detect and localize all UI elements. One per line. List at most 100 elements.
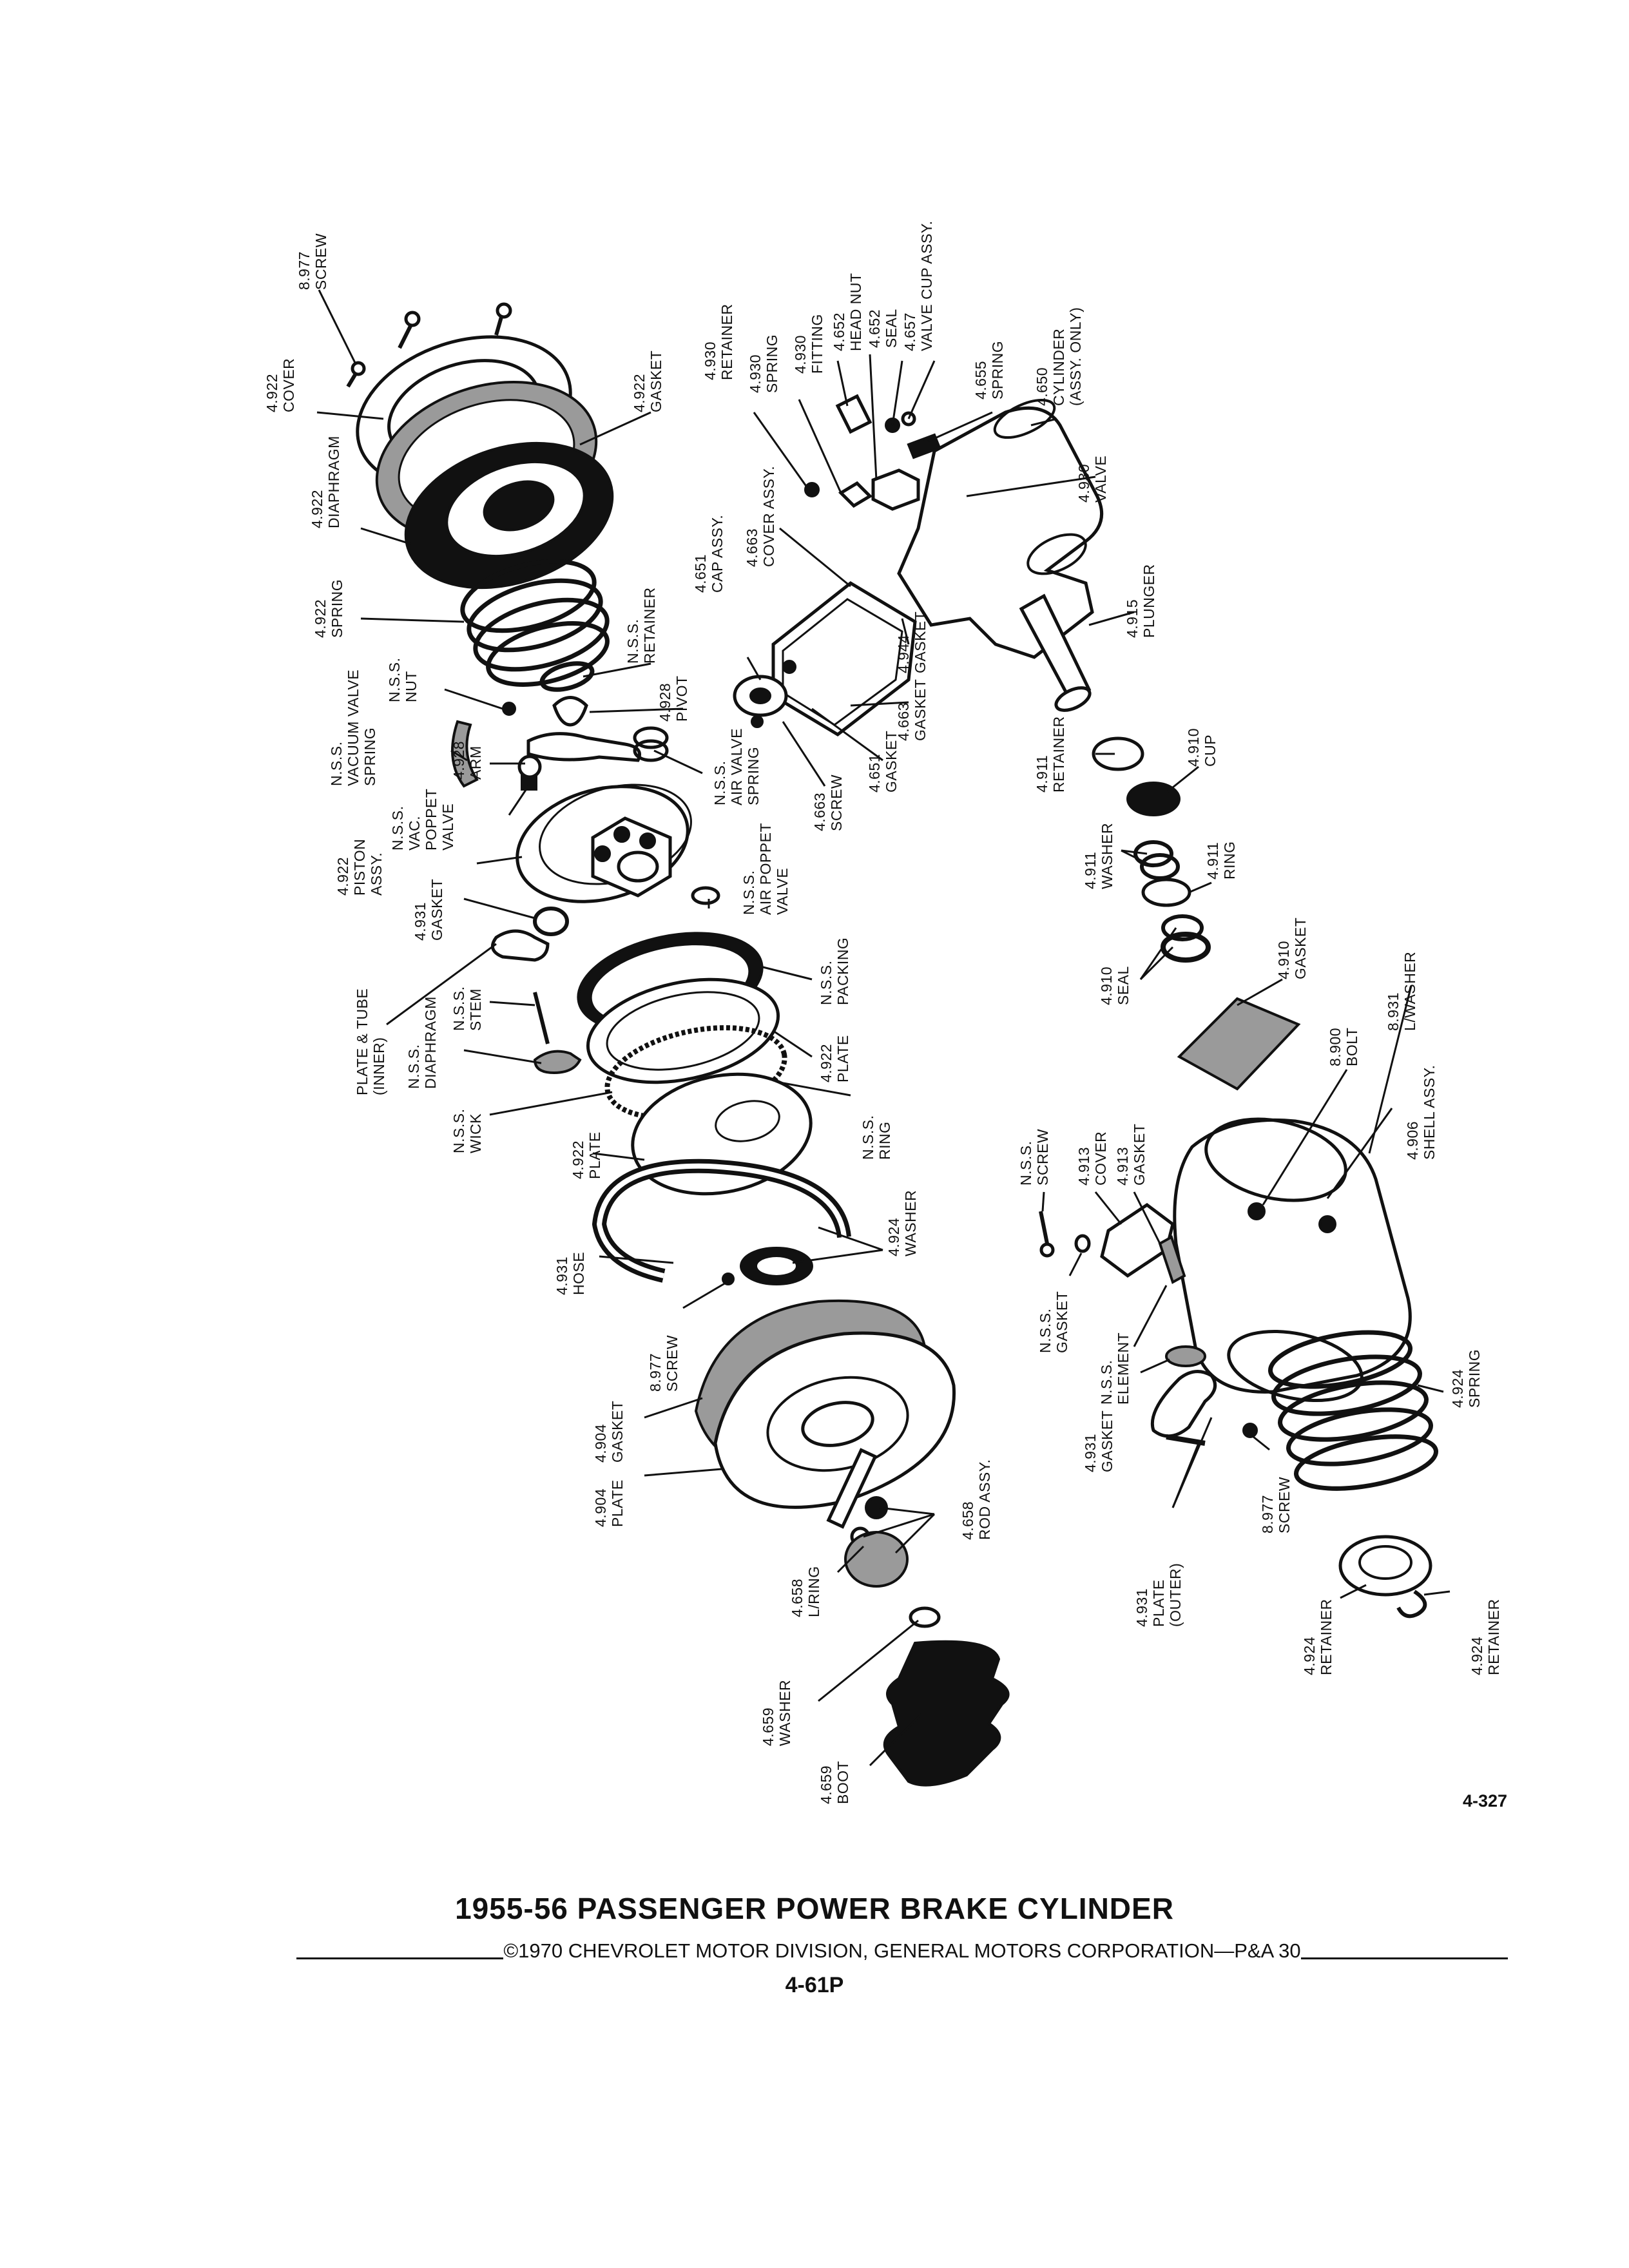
label-gasket-nss: N.S.S.GASKET xyxy=(1037,1291,1070,1353)
rod-part xyxy=(826,1448,878,1529)
stem-part xyxy=(533,992,550,1044)
label-plate-tube-inner: PLATE & TUBE(INNER) xyxy=(354,988,387,1095)
label-washer-4924: 4.924WASHER xyxy=(885,1190,919,1256)
seal-4910-part xyxy=(1161,914,1204,941)
filter-cover-part xyxy=(1100,1202,1175,1278)
copyright-line: ©1970 CHEVROLET MOTOR DIVISION, GENERAL … xyxy=(296,1939,1508,1963)
label-plate-4904: 4.904PLATE xyxy=(592,1479,626,1527)
label-boot-4659: 4.659BOOT xyxy=(818,1761,851,1804)
label-cup-4910: 4.910CUP xyxy=(1185,728,1219,767)
label-valve-4930: 4.930VALVE xyxy=(1075,456,1109,503)
small-screw-part xyxy=(722,1273,735,1285)
label-screw-8977-top: 8.977SCREW xyxy=(296,233,329,290)
label-plunger-4915: 4.915PLUNGER xyxy=(1124,564,1157,638)
retainer-4911-part xyxy=(1092,736,1144,771)
retainer-clip-part xyxy=(1396,1590,1427,1619)
right-rule xyxy=(1300,1957,1508,1959)
label-ring-nss: N.S.S.RING xyxy=(860,1115,893,1160)
nss-diaphragm-part xyxy=(533,1050,582,1075)
bolt-part xyxy=(1248,1202,1266,1220)
label-valve-cup-4657: 4.657VALVE CUP ASSY. xyxy=(901,220,935,351)
label-pivot-4928: 4.928PIVOT xyxy=(657,675,690,722)
cup-4910-part xyxy=(1126,782,1181,816)
label-bolt-8900: 8.900BOLT xyxy=(1327,1028,1360,1066)
label-washer-4911: 4.911WASHER xyxy=(1082,823,1115,889)
label-spring-4924: 4.924SPRING xyxy=(1449,1349,1483,1408)
ring-4911-part xyxy=(1141,878,1191,907)
label-plate-outer-4931: 4.931PLATE(OUTER) xyxy=(1133,1563,1184,1627)
figure-number: 4-327 xyxy=(1463,1791,1508,1811)
label-air-valve-spring-nss: N.S.S.AIR VALVESPRING xyxy=(711,728,762,805)
copyright-text: ©1970 CHEVROLET MOTOR DIVISION, GENERAL … xyxy=(503,1939,1301,1962)
washer-4911-part xyxy=(1133,840,1173,867)
nss-gasket-part xyxy=(1074,1234,1091,1253)
spring-4924-part xyxy=(1268,1330,1439,1491)
page-title: 1955-56 PASSENGER POWER BRAKE CYLINDER xyxy=(455,1892,1174,1925)
lring-part xyxy=(844,1531,909,1588)
label-cover-assy-4663: 4.663COVER ASSY. xyxy=(744,466,777,567)
label-seal-4910: 4.910SEAL xyxy=(1098,966,1132,1005)
wick-part xyxy=(604,1025,787,1120)
label-diaphragm-4922: 4.922DIAPHRAGM xyxy=(309,436,342,528)
label-gasket-4931-upper: 4.931GASKET xyxy=(412,879,445,941)
label-ring-4911: 4.911RING xyxy=(1204,841,1238,880)
label-gasket-4663: 4.663GASKET xyxy=(895,679,929,741)
retainer-ring-part xyxy=(539,661,595,692)
label-hose-4931: 4.931HOSE xyxy=(554,1252,587,1295)
label-air-poppet-nss: N.S.S.AIR POPPETVALVE xyxy=(740,823,791,915)
label-retainer-4911: 4.911RETAINER xyxy=(1034,716,1067,793)
label-gasket-4931-lower: 4.931GASKET xyxy=(1082,1410,1115,1472)
boot-part xyxy=(883,1640,1010,1787)
label-screw-nss: N.S.S.SCREW xyxy=(1017,1129,1051,1186)
plate-tube-inner-part xyxy=(490,929,550,962)
spring-coils-part xyxy=(460,559,610,687)
air-poppet-part xyxy=(691,886,720,905)
label-retainer-nss: N.S.S.RETAINER xyxy=(624,587,658,664)
label-shell-assy-4906: 4.906SHELL ASSY. xyxy=(1404,1065,1438,1160)
label-arm-4928: 4.928ARM xyxy=(450,741,484,780)
label-screw-8977-low: 8.977SCREW xyxy=(1259,1477,1293,1533)
label-fitting-4930: 4.930FITTING xyxy=(792,314,825,374)
label-gasket-4651: 4.651GASKET xyxy=(866,731,900,793)
gasket-4910-part xyxy=(1177,997,1301,1091)
label-gasket-4944: 4.944GASKET xyxy=(895,611,929,673)
element-part xyxy=(1158,1235,1186,1284)
label-spring-4655: 4.655SPRING xyxy=(972,341,1006,399)
cover-screw-part xyxy=(346,302,512,388)
label-packing-nss: N.S.S.PACKING xyxy=(818,937,851,1005)
valve-small-parts xyxy=(451,696,669,791)
label-cap-assy-4651: 4.651CAP ASSY. xyxy=(692,515,726,593)
label-lwasher-8931: 8.931L/WASHER xyxy=(1385,952,1418,1031)
label-wick-nss: N.S.S.WICK xyxy=(450,1109,484,1153)
label-gasket-4922: 4.922GASKET xyxy=(631,351,664,412)
label-washer-4659: 4.659WASHER xyxy=(760,1680,793,1746)
label-cover-4922: 4.922COVER xyxy=(264,358,297,412)
label-element-nss: N.S.S.ELEMENT xyxy=(1098,1332,1132,1405)
label-vac-poppet-nss: N.S.S.VAC.POPPETVALVE xyxy=(389,789,456,850)
screw-8977-part xyxy=(1242,1423,1258,1438)
retainer-4924-part xyxy=(1338,1535,1432,1597)
callout-labels: 8.977SCREW 4.922COVER 4.922GASKET 4.922D… xyxy=(264,220,1502,1804)
label-gasket-4910: 4.910GASKET xyxy=(1275,918,1309,979)
label-retainer-4924-left: 4.924RETAINER xyxy=(1301,1599,1335,1675)
gasket-outer-part xyxy=(1165,1345,1206,1367)
label-lring-4658: 4.658L/RING xyxy=(789,1566,822,1617)
label-diaphragm-nss: N.S.S.DIAPHRAGM xyxy=(405,996,439,1089)
label-gasket-4904: 4.904GASKET xyxy=(592,1401,626,1463)
label-spring-4930: 4.930SPRING xyxy=(747,334,780,393)
label-rod-assy-4658: 4.658ROD ASSY. xyxy=(959,1459,993,1540)
parts-illustration xyxy=(346,302,1439,1787)
label-retainer-4930: 4.930RETAINER xyxy=(702,303,735,380)
label-screw-4663: 4.663SCREW xyxy=(811,774,845,831)
left-rule xyxy=(296,1957,504,1959)
label-plate-4922-mid: 4.922PLATE xyxy=(818,1035,851,1082)
label-plate-4922-low: 4.922PLATE xyxy=(570,1131,603,1179)
cover-assy-part xyxy=(771,581,917,737)
label-cover-4913: 4.913COVER xyxy=(1075,1131,1109,1186)
label-spring-4922: 4.922SPRING xyxy=(312,579,345,638)
label-stem-nss: N.S.S.STEM xyxy=(450,986,484,1031)
label-gasket-4913: 4.913GASKET xyxy=(1114,1124,1148,1186)
label-nut-nss: N.S.S.NUT xyxy=(386,658,419,702)
plate-outer-part xyxy=(1150,1370,1217,1438)
